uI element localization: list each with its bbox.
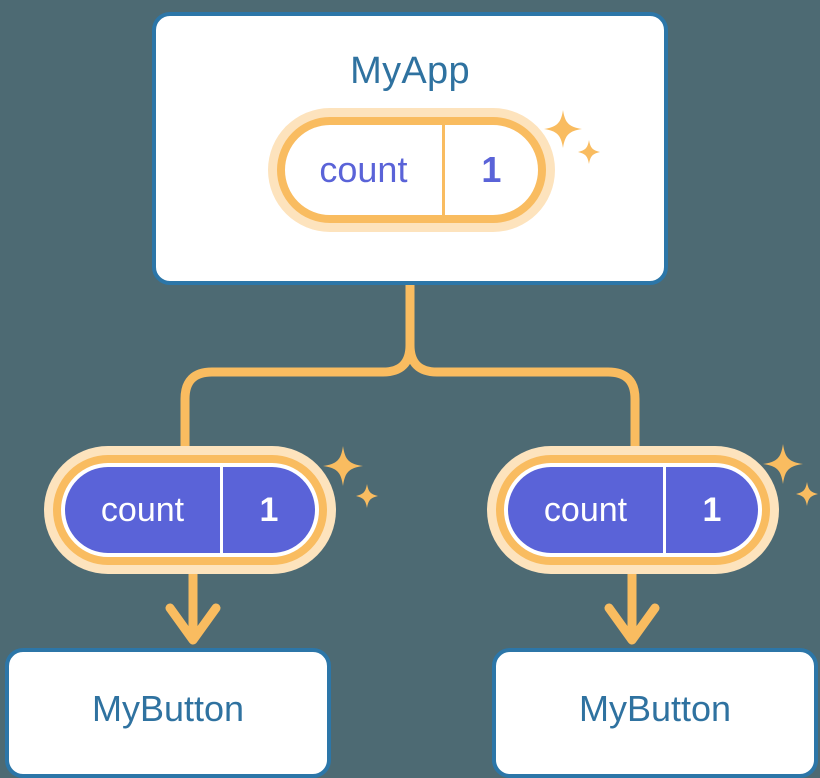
leaf-card-title: MyButton	[91, 688, 245, 729]
app-card-title: MyApp	[350, 50, 470, 92]
connector-right-branch	[405, 280, 640, 457]
state-pill-branch-left[interactable]: count 1	[44, 446, 336, 574]
state-pill-body: count 1	[277, 117, 546, 223]
leaf-card-title: MyButton	[578, 688, 732, 729]
leaf-card-right[interactable]: MyButton	[492, 648, 818, 778]
state-pill-inner: count 1	[65, 467, 315, 553]
state-pill-key: count	[319, 149, 408, 190]
connector-left-branch	[180, 280, 415, 457]
state-pill-value: 1	[663, 467, 758, 553]
state-pill-body: count 1	[496, 455, 770, 565]
leaf-card-left[interactable]: MyButton	[5, 648, 331, 778]
state-pill-value: 1	[220, 467, 315, 553]
arrowhead-left	[165, 603, 221, 645]
state-pill-inner: count 1	[508, 467, 758, 553]
state-pill-key: count	[100, 491, 185, 529]
state-pill-key: count	[543, 491, 628, 529]
state-pill-app[interactable]: count 1	[268, 108, 555, 232]
state-pill-value: 1	[441, 125, 538, 215]
state-pill-body: count 1	[53, 455, 327, 565]
arrowhead-right	[604, 603, 660, 645]
state-pill-branch-right[interactable]: count 1	[487, 446, 779, 574]
